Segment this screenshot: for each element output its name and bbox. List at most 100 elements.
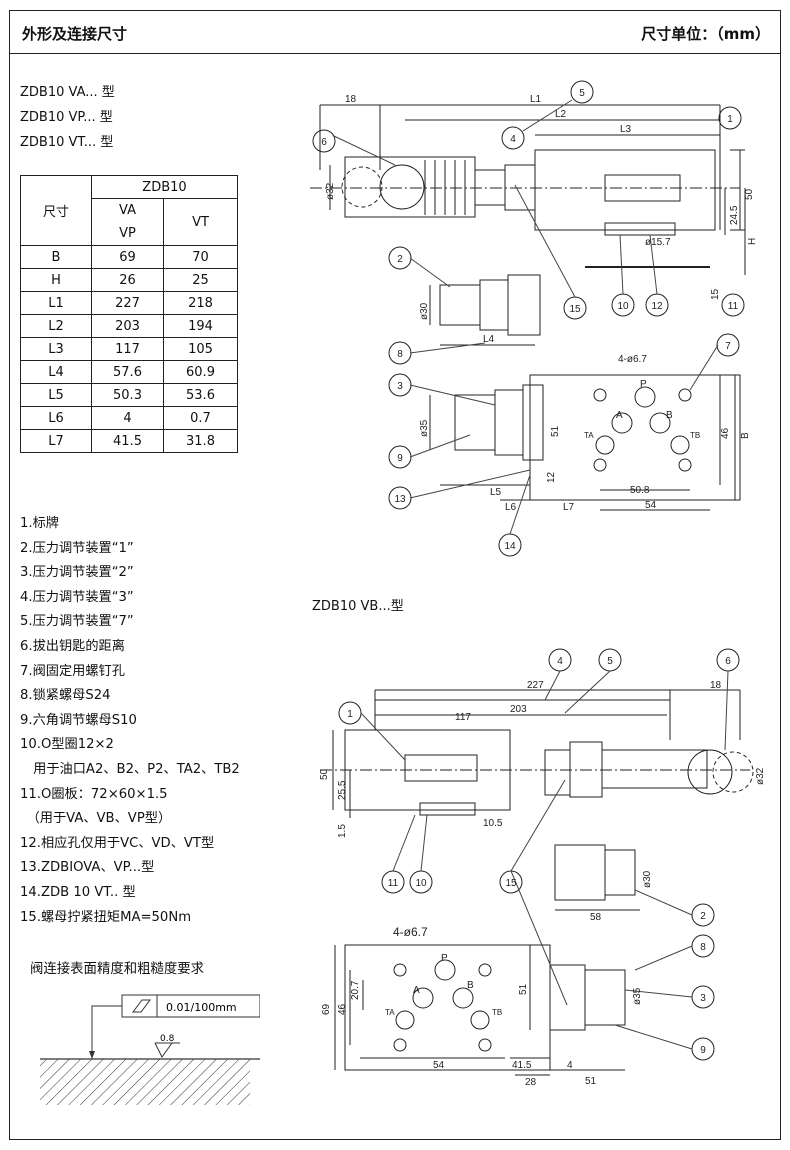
dim-51: 51 — [518, 983, 529, 995]
table-cell: 69 — [91, 245, 164, 269]
dim-51b: 51 — [585, 1076, 597, 1087]
dim-l5: L5 — [490, 487, 502, 498]
dim-41-5: 41.5 — [512, 1060, 532, 1071]
legend-item: 10.O型圈12×2 — [20, 737, 114, 753]
col-vp: VP — [119, 226, 136, 241]
dim-12: 12 — [546, 471, 557, 483]
balloon-3: 3 — [700, 993, 706, 1004]
page-frame: 外形及连接尺寸 尺寸单位：（mm） — [9, 10, 781, 1140]
port-p — [634, 386, 656, 408]
type-item: ZDB10 VA... 型 — [20, 85, 115, 100]
balloon-1: 1 — [727, 114, 733, 125]
dim-18: 18 — [710, 680, 722, 691]
balloon-13: 13 — [394, 494, 406, 505]
dim-d32: ø32 — [325, 182, 336, 200]
balloon-15: 15 — [505, 878, 517, 889]
label-p: P — [640, 379, 647, 390]
dim-1-5: 1.5 — [337, 824, 348, 838]
type-item: ZDB10 VP... 型 — [20, 110, 113, 125]
valve-body — [534, 149, 716, 231]
table-cell: 57.6 — [91, 360, 164, 384]
table-cell: 53.6 — [163, 383, 238, 407]
table-cell: 203 — [91, 314, 164, 338]
dim-69: 69 — [321, 1003, 332, 1015]
port-tb — [470, 1010, 490, 1030]
table-cell: 70 — [163, 245, 238, 269]
mount-hole — [593, 458, 607, 472]
dim-l7: L7 — [563, 502, 575, 513]
bottom-technical-drawing: 4 5 6 1 11 10 15 2 8 3 9 227 203 117 18 … — [319, 648, 766, 1088]
balloon-6: 6 — [725, 656, 731, 667]
balloon-8: 8 — [700, 942, 706, 953]
roughness-icon — [154, 1042, 173, 1058]
dim-d30: ø30 — [419, 302, 430, 320]
mount-hole — [593, 388, 607, 402]
balloon-11: 11 — [388, 878, 399, 889]
dim-b: B — [740, 432, 751, 439]
dim-d35: ø35 — [632, 987, 643, 1005]
port-ta — [395, 1010, 415, 1030]
dim-4: 4 — [567, 1060, 573, 1071]
dim-203: 203 — [510, 704, 527, 715]
balloon-5: 5 — [579, 88, 585, 99]
port-tb — [670, 435, 690, 455]
balloon-14: 14 — [504, 541, 516, 552]
type-list: ZDB10 VA... 型 ZDB10 VP... 型 ZDB10 VT... … — [20, 80, 115, 155]
legend-item: 15.螺母拧紧扭矩MA=50Nm — [20, 909, 192, 925]
legend-item: 9.六角调节螺母S10 — [20, 712, 137, 728]
dim-28: 28 — [525, 1077, 537, 1088]
dim-l4: L4 — [483, 334, 495, 345]
dim-holes: 4-ø6.7 — [393, 925, 428, 939]
legend-item: 14.ZDB 10 VT.. 型 — [20, 884, 136, 900]
mount-hole — [678, 458, 692, 472]
balloon-3: 3 — [397, 381, 403, 392]
header-bar: 外形及连接尺寸 尺寸单位：（mm） — [10, 11, 780, 54]
table-cell: L5 — [20, 383, 92, 407]
legend-item: 8.锁紧螺母S24 — [20, 688, 111, 704]
balloon-12: 12 — [651, 301, 663, 312]
table-cell: 227 — [91, 291, 164, 315]
table-cell: L2 — [20, 314, 92, 338]
dim-l3: L3 — [620, 124, 632, 135]
dim-holes: 4-ø6.7 — [618, 354, 647, 365]
pressure-device-2 — [584, 969, 626, 1026]
balloon-4: 4 — [510, 134, 516, 145]
roughness-value: 0.8 — [160, 1034, 175, 1044]
page-title: 外形及连接尺寸 — [22, 25, 128, 43]
legend-item: 1.标牌 — [20, 516, 59, 531]
port-a — [412, 987, 434, 1009]
legend-item: 13.ZDBIOVA、VP...型 — [20, 860, 155, 876]
key-circle — [341, 166, 383, 208]
dim-25-5: 25.5 — [337, 780, 348, 800]
col-vt: VT — [163, 198, 238, 246]
dim-d30: ø30 — [642, 870, 653, 888]
balloon-6: 6 — [321, 137, 327, 148]
table-cell: 26 — [91, 268, 164, 292]
label-p: P — [441, 953, 448, 964]
port-ta — [595, 435, 615, 455]
mount-hole — [478, 963, 492, 977]
top-technical-drawing: 5 4 6 1 2 15 10 12 11 8 7 3 9 13 14 L1 L… — [310, 80, 758, 557]
legend-item: 6.拔出钥匙的距离 — [20, 638, 125, 654]
hatched-surface — [40, 1059, 250, 1105]
key-circle — [379, 164, 425, 210]
valve-side-view — [529, 374, 741, 501]
size-header: 尺寸 — [20, 175, 92, 246]
dim-46: 46 — [720, 427, 731, 439]
table-cell: 105 — [163, 337, 238, 361]
table-cell: 50.3 — [91, 383, 164, 407]
dim-15: 15 — [710, 288, 721, 300]
balloon-10: 10 — [617, 301, 629, 312]
port-p — [434, 959, 456, 981]
key-circle — [712, 751, 754, 793]
table-cell: 117 — [91, 337, 164, 361]
balloon-8: 8 — [397, 349, 403, 360]
port-a — [611, 412, 633, 434]
port-b — [452, 987, 474, 1009]
